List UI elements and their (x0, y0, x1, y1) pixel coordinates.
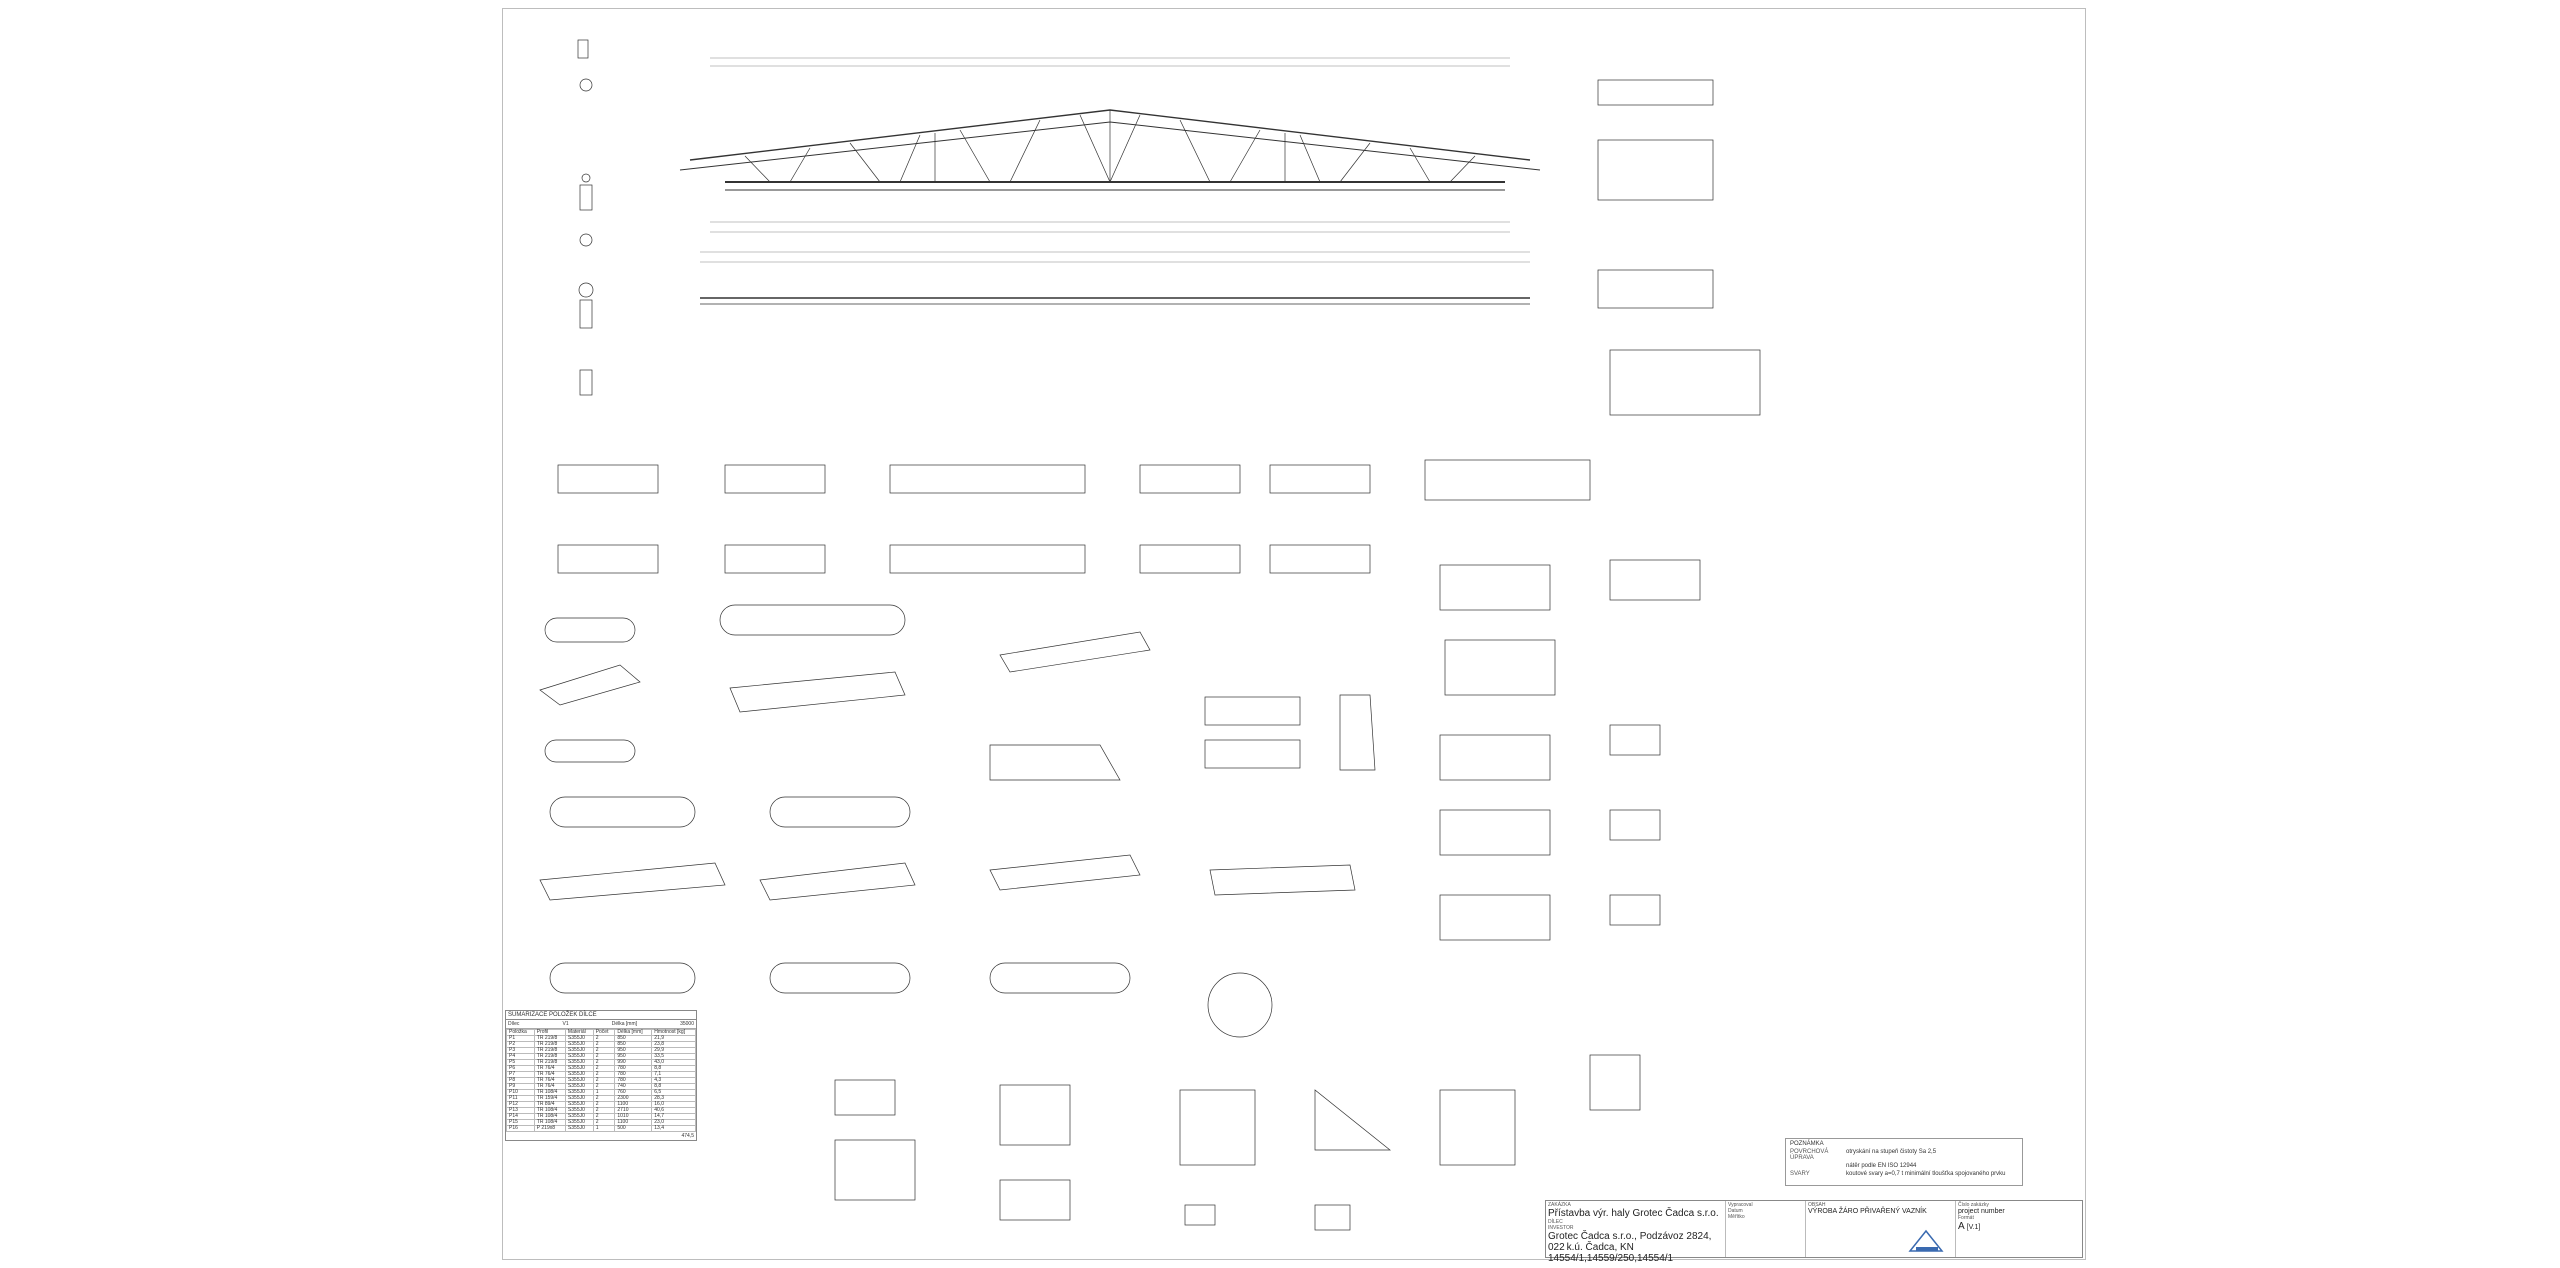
bom-cell: P16 (506, 1125, 535, 1132)
note-value: nátěr podle EN ISO 12944 (1846, 1163, 1917, 1169)
bom-dilec-value: V1 (562, 1021, 569, 1027)
note-value: otryskání na stupeň čistoty Sa 2,5 (1846, 1149, 1937, 1155)
base-plates (834, 1079, 1516, 1231)
note-key (1790, 1163, 1838, 1169)
bom-cell: 13,4 (651, 1125, 696, 1132)
author-label: Vypracoval (1728, 1202, 1753, 1208)
bom-total: 474,5 (681, 1133, 694, 1139)
date-label: Datum (1728, 1208, 1743, 1214)
title-block-content: OBSAH VÝROBA ŽÁRO PŘIVAŘENÝ VAZNÍK (1806, 1201, 1956, 1257)
drawing-sheet (502, 8, 2086, 1260)
bom-title: SUMARIZACE POLOŽEK DÍLCE (506, 1011, 696, 1020)
bom-length-label: Délka [mm] (611, 1021, 637, 1027)
note-key: POVRCHOVÁ ÚPRAVA (1790, 1149, 1829, 1161)
bom-dilec-label: Dílec (508, 1021, 520, 1027)
bom-cell: S355J0 (564, 1125, 594, 1132)
note-key: SVARY (1790, 1171, 1810, 1177)
node-details (577, 39, 594, 396)
content-value: VÝROBA ŽÁRO PŘIVAŘENÝ VAZNÍK (1808, 1208, 1927, 1215)
part-label: DÍLEC (1548, 1219, 1563, 1225)
title-block-project: ZAKÁZKA Přístavba výr. haly Grotec Čadca… (1546, 1201, 1726, 1264)
title-block-author: Vypracoval Datum Měřítko (1726, 1201, 1806, 1257)
bom-meta: Dílec V1 Délka [mm] 35000 (506, 1020, 696, 1029)
revision: [V.1] (1966, 1224, 1981, 1231)
company-logo-icon (1908, 1229, 1944, 1252)
investor-name: Grotec Čadca s.r.o., Podzávoz 2824, 022 (1548, 1231, 1712, 1253)
project-number: project number (1958, 1208, 2005, 1215)
title-block: ZAKÁZKA Přístavba výr. haly Grotec Čadca… (1545, 1200, 2084, 1264)
plate-details (1424, 79, 1761, 1111)
note-value: koutové svary a=0,7 t minimální tloušťka… (1846, 1171, 2006, 1177)
notes-title: POZNÁMKA (1790, 1141, 1824, 1147)
sheet-label: Formát (1958, 1215, 1974, 1221)
sheet-format: A (1958, 1221, 1965, 1232)
bom-cell: 500 (614, 1125, 653, 1132)
location: k.ú. Čadca, KN 14554/1,14559/250,14554/1 (1548, 1242, 1674, 1264)
bom-cell: P 219x8 (533, 1125, 566, 1132)
project-name: Přístavba výr. haly Grotec Čadca s.r.o. (1548, 1208, 1719, 1219)
scale-label: Měřítko (1728, 1214, 1745, 1220)
project-number-label: Číslo zakázky (1958, 1202, 1989, 1208)
notes-box: POZNÁMKA POVRCHOVÁ ÚPRAVA otryskání na st… (1785, 1138, 2023, 1186)
content-label: OBSAH (1808, 1202, 1826, 1208)
bill-of-materials: SUMARIZACE POLOŽEK DÍLCE Dílec V1 Délka … (505, 1010, 697, 1141)
bom-length-value: 35000 (680, 1021, 694, 1027)
bom-cell: 1 (592, 1125, 616, 1132)
truss-elevation (679, 57, 1541, 305)
investor-label: INVESTOR (1548, 1225, 1574, 1231)
drawing-label: ZAKÁZKA (1548, 1202, 1571, 1208)
title-block-number: Číslo zakázky project number Formát A [V… (1956, 1201, 2084, 1257)
tube-details (539, 464, 1376, 1038)
